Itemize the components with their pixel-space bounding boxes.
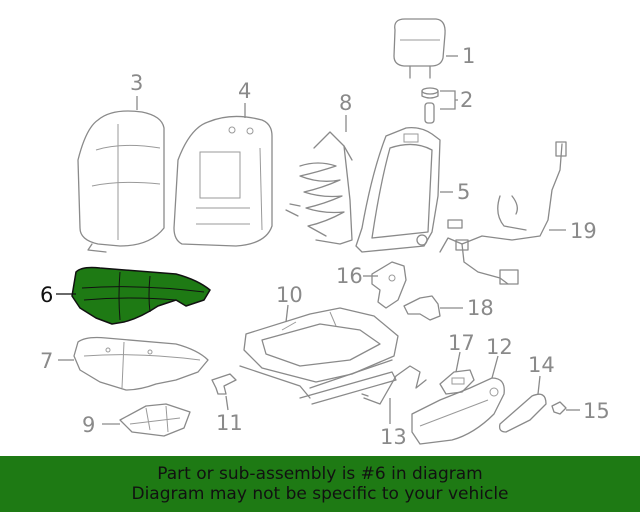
part-10-seat-track[interactable] (239, 307, 399, 405)
callout-19[interactable]: 19 (570, 219, 597, 243)
callout-9[interactable]: 9 (82, 413, 95, 437)
callout-5[interactable]: 5 (457, 180, 470, 204)
part-9-cushion-bracket[interactable] (119, 403, 191, 437)
part-18-bracket[interactable] (403, 295, 441, 321)
part-14-trim-cover[interactable] (498, 393, 547, 433)
callout-15[interactable]: 15 (583, 399, 610, 423)
callout-6[interactable]: 6 (40, 283, 53, 307)
part-6-seat-cushion-cover[interactable] (71, 266, 211, 325)
callout-14[interactable]: 14 (528, 353, 555, 377)
callout-18[interactable]: 18 (467, 296, 494, 320)
leader-10 (285, 304, 289, 323)
leader-17 (455, 351, 461, 373)
part-5-seatback-frame[interactable] (355, 126, 441, 253)
part-2-headrest-guide[interactable] (421, 87, 439, 124)
part-19-wiring-harness[interactable] (439, 141, 567, 285)
callout-11[interactable]: 11 (216, 411, 243, 435)
part-7-seat-cushion-pad[interactable] (73, 336, 209, 391)
part-8-seatback-spring[interactable] (285, 131, 353, 245)
callout-8[interactable]: 8 (339, 91, 352, 115)
part-1-headrest[interactable] (393, 18, 446, 79)
info-banner: Part or sub-assembly is #6 in diagram Di… (0, 456, 640, 512)
callout-3[interactable]: 3 (130, 71, 143, 95)
callout-2[interactable]: 2 (460, 88, 473, 112)
callout-17[interactable]: 17 (448, 331, 475, 355)
part-12-side-shield[interactable] (411, 377, 505, 445)
callout-13[interactable]: 13 (380, 425, 407, 449)
callout-7[interactable]: 7 (40, 349, 53, 373)
parts-diagram: 1 2 3 4 8 5 (40, 18, 610, 449)
banner-line-2: Diagram may not be specific to your vehi… (131, 484, 509, 504)
callout-10[interactable]: 10 (276, 283, 303, 307)
part-13-cable[interactable] (361, 365, 427, 405)
leader-11 (225, 395, 229, 411)
part-15-clip[interactable] (551, 401, 567, 415)
callout-1[interactable]: 1 (462, 44, 475, 68)
leader-14 (537, 375, 541, 395)
callout-16[interactable]: 16 (336, 264, 363, 288)
callout-12[interactable]: 12 (486, 335, 513, 359)
leader-2 (440, 90, 458, 110)
part-11-clip[interactable] (211, 373, 237, 395)
part-17-switch[interactable] (439, 369, 475, 395)
leader-12 (491, 355, 499, 379)
part-6-fill (71, 266, 211, 325)
part-16-bracket[interactable] (371, 261, 407, 309)
banner-line-1: Part or sub-assembly is #6 in diagram (157, 464, 483, 484)
part-4-seatback-pad[interactable] (173, 115, 273, 247)
callout-4[interactable]: 4 (238, 79, 251, 103)
part-3-seatback-cover[interactable] (77, 110, 165, 253)
